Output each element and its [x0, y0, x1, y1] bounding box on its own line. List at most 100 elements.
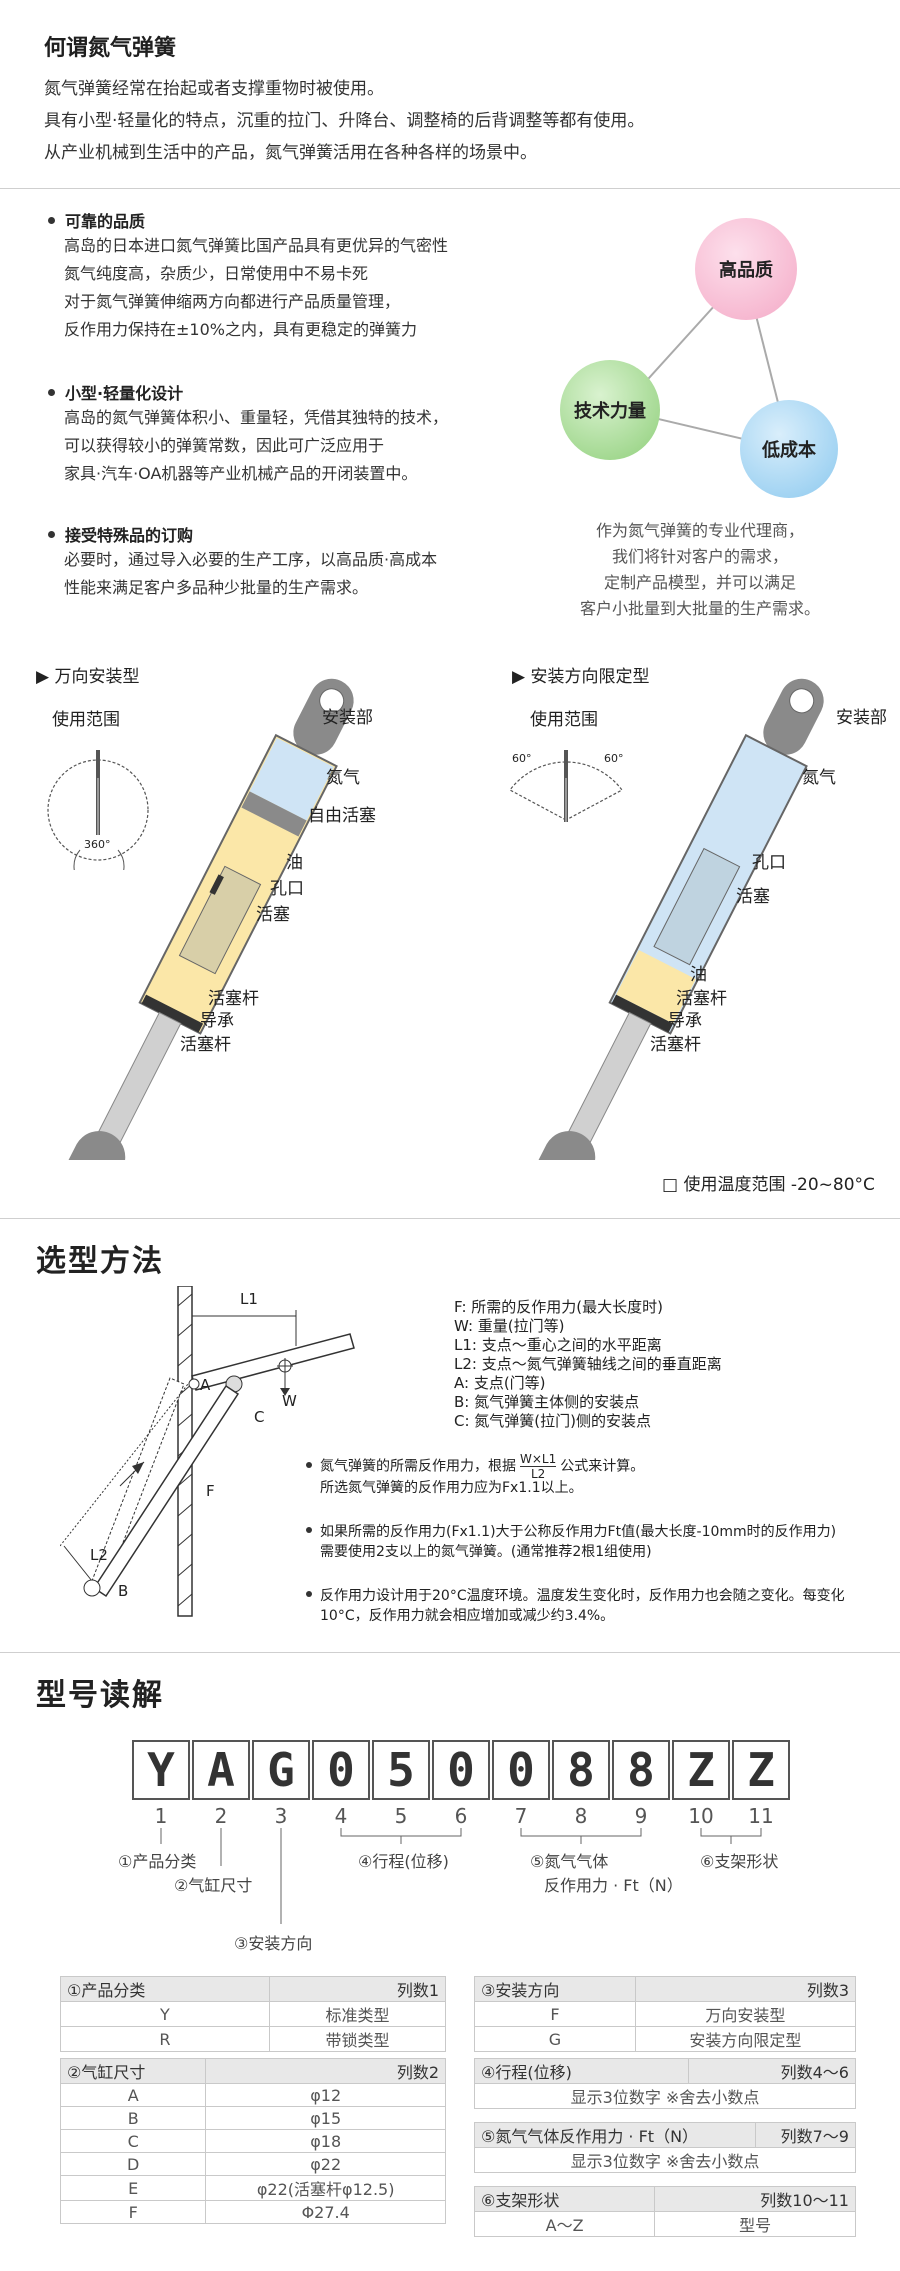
fig-label-a: A [200, 1376, 211, 1394]
code-position: 8 [574, 1804, 588, 1828]
divider [0, 1218, 900, 1219]
angle-60-right-label: 60° [604, 752, 624, 765]
feature-title-compact: 小型·轻量化设计 [48, 380, 183, 404]
code-char: A [192, 1740, 250, 1800]
table-row: 显示3位数字 ※舍去小数点 [474, 2147, 856, 2173]
code-char: Z [732, 1740, 790, 1800]
feature-text: 对于氮气弹簧伸缩两方向都进行产品质量管理， [64, 292, 401, 311]
angle-360-label: 360° [84, 838, 111, 851]
code-char: G [252, 1740, 310, 1800]
code-position: 6 [454, 1804, 468, 1828]
divider [0, 1652, 900, 1653]
technology-bubble: 技术力量 [560, 360, 660, 460]
feature-text: 反作用力保持在±10%之内，具有更稳定的弹簧力 [64, 320, 417, 339]
quality-bubble: 高品质 [695, 218, 797, 320]
label-mount: 安装部 [836, 708, 887, 728]
label-piston-rod: 活塞杆 [208, 989, 259, 1009]
angle-60-left-label: 60° [512, 752, 532, 765]
code-position: 9 [634, 1804, 648, 1828]
code-char: 5 [372, 1740, 430, 1800]
label-product-category: ①产品分类 [118, 1852, 197, 1871]
limited-direction-range-icon [509, 750, 623, 822]
bullet-icon [306, 1461, 312, 1468]
divider [0, 188, 900, 189]
bullet-icon [48, 217, 55, 224]
model-heading: 型号读解 [36, 1678, 164, 1713]
code-position: 10 [688, 1804, 714, 1828]
label-piston: 活塞 [736, 887, 770, 907]
limited-gas-spring-illustration [525, 678, 824, 1160]
multiple-spring-note: 如果所需的反作用力(Fx1.1)大于公称反作用力Ft值(最大长度-10mm时的反… [306, 1522, 836, 1542]
feature-text: 氮气纯度高，杂质少，日常使用中不易卡死 [64, 264, 369, 283]
temperature-note: 反作用力设计用于20°C温度环境。温度发生变化时，反作用力也会随之变化。每变化 [306, 1586, 845, 1606]
intro-title: 何谓氮气弹簧 [44, 36, 177, 61]
symbol-definitions: F: 所需的反作用力(最大长度时) W: 重量(拉门等) L1: 支点～重心之间… [454, 1298, 722, 1430]
agency-note: 作为氮气弹簧的专业代理商， 我们将针对客户的需求， 定制产品模型，并可以满足 客… [579, 521, 820, 618]
fig-label-l2: L2 [90, 1546, 108, 1564]
universal-gas-spring-illustration [55, 678, 354, 1160]
bullet-icon [48, 389, 55, 396]
feature-text: 高岛的氮气弹簧体积小、重量轻，凭借其独特的技术， [64, 408, 449, 427]
feature-text: 必要时，通过导入必要的生产工序，以高品质·高成本 [64, 550, 438, 569]
code-position: 5 [394, 1804, 408, 1828]
omni-direction-range-icon [47, 750, 149, 870]
label-mount: 安装部 [322, 708, 373, 728]
formula-note-2: 所选氮气弹簧的反作用力应为Fx1.1以上。 [320, 1480, 583, 1496]
bullet-icon [48, 531, 55, 538]
label-piston-rod-2: 活塞杆 [650, 1035, 701, 1055]
label-bracket-shape: ⑥支架形状 [700, 1852, 779, 1871]
code-position: 4 [334, 1804, 348, 1828]
fig-label-l1: L1 [240, 1290, 258, 1308]
intro-line-1: 氮气弹簧经常在抬起或者支撑重物时被使用。 [44, 79, 384, 99]
code-position: 3 [274, 1804, 288, 1828]
code-char: 0 [492, 1740, 550, 1800]
code-position: 11 [748, 1804, 774, 1828]
label-free-piston: 自由活塞 [308, 806, 376, 826]
fig-label-f: F [206, 1482, 215, 1500]
low-cost-bubble: 低成本 [740, 400, 838, 498]
label-guide: 导承 [668, 1011, 702, 1031]
code-leader-lines [160, 1828, 762, 1924]
bullet-icon [306, 1591, 312, 1597]
label-oil: 油 [286, 853, 303, 873]
label-nitrogen-force: ⑤氮气气体 [530, 1852, 609, 1871]
code-char: 0 [312, 1740, 370, 1800]
label-nitrogen: 氮气 [326, 768, 360, 788]
label-cylinder-size: ②气缸尺寸 [174, 1876, 253, 1895]
code-position: 7 [514, 1804, 528, 1828]
temperature-note-2: 10°C，反作用力就会相应增加或减少约3.4%。 [320, 1608, 615, 1624]
label-oil: 油 [690, 965, 707, 985]
feature-title-special: 接受特殊品的订购 [48, 522, 193, 546]
feature-text: 可以获得较小的弹簧常数，因此可广泛应用于 [64, 436, 385, 455]
label-orifice: 孔口 [752, 853, 786, 873]
code-char: 0 [432, 1740, 490, 1800]
usage-range-label: 使用范围 [530, 710, 598, 730]
code-char: Z [672, 1740, 730, 1800]
label-guide: 导承 [200, 1011, 234, 1031]
label-stroke: ④行程(位移) [358, 1852, 449, 1871]
table-nitrogen-force: ⑤氮气气体反作用力 · Ft（N）列数7～9 显示3位数字 ※舍去小数点 [473, 2122, 856, 2173]
code-position: 1 [154, 1804, 168, 1828]
table-row: 显示3位数字 ※舍去小数点 [474, 2083, 856, 2109]
limited-type-title: ▶ 安装方向限定型 [512, 667, 650, 687]
feature-text: 性能来满足客户多品种少批量的生产需求。 [64, 578, 369, 597]
fig-label-b: B [118, 1582, 129, 1600]
fig-label-w: W [282, 1392, 297, 1410]
label-piston-rod-2: 活塞杆 [180, 1035, 231, 1055]
selection-diagram [60, 1286, 355, 1617]
intro-line-2: 具有小型·轻量化的特点，沉重的拉门、升降台、调整椅的后背调整等都有使用。 [44, 111, 645, 131]
code-char: 8 [552, 1740, 610, 1800]
